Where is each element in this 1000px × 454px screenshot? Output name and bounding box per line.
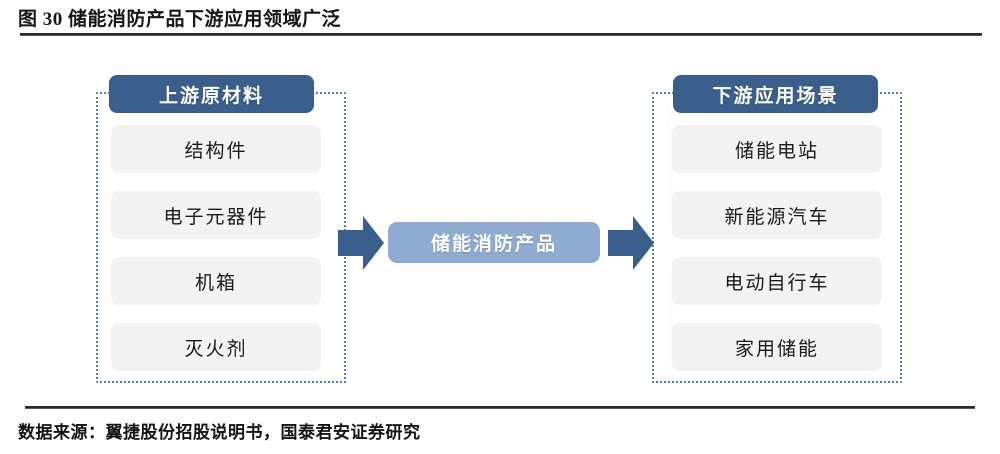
list-item: 结构件 — [111, 125, 321, 173]
title-divider — [20, 33, 982, 36]
value-chain-diagram: 上游原材料 结构件 电子元器件 机箱 灭火剂 储能消防产品 下游应用场景 储能电… — [0, 44, 1000, 396]
list-item: 电动自行车 — [672, 257, 882, 305]
list-item: 电子元器件 — [111, 191, 321, 239]
upstream-header: 上游原材料 — [109, 75, 314, 113]
list-item: 灭火剂 — [111, 323, 321, 371]
source-note: 数据来源：翼捷股份招股说明书，国泰君安证券研究 — [18, 423, 421, 442]
downstream-header: 下游应用场景 — [673, 75, 878, 113]
arrow-right-icon — [338, 214, 384, 272]
center-product-box: 储能消防产品 — [388, 222, 600, 263]
list-item: 新能源汽车 — [672, 191, 882, 239]
list-item: 机箱 — [111, 257, 321, 305]
list-item: 家用储能 — [672, 323, 882, 371]
arrow-right-icon — [608, 214, 654, 272]
page-title: 图 30 储能消防产品下游应用领域广泛 — [18, 9, 342, 30]
footer-divider — [25, 406, 975, 409]
list-item: 储能电站 — [672, 125, 882, 173]
